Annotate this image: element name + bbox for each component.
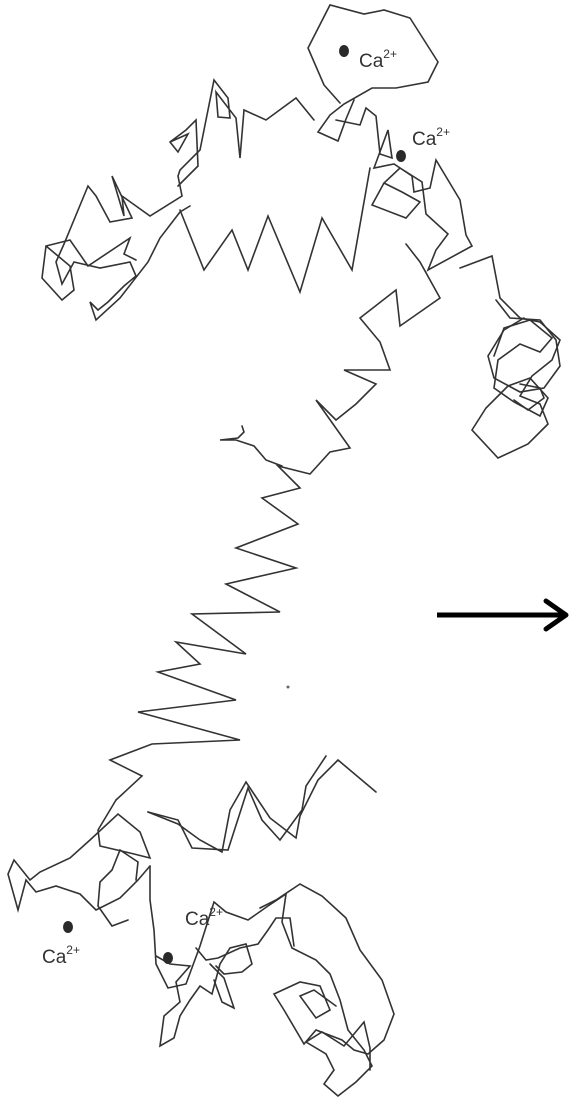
upper-left-small-loop bbox=[170, 120, 198, 186]
upper-left-helix-loops bbox=[56, 80, 314, 320]
stray-dot bbox=[287, 686, 290, 689]
calcium-ion-3 bbox=[63, 921, 73, 933]
lower-helix-return bbox=[148, 756, 326, 850]
central-helix bbox=[110, 244, 440, 800]
calcium-label-2: Ca2+ bbox=[412, 125, 450, 150]
calcium-ion-2 bbox=[396, 150, 406, 162]
right-helix-tail bbox=[514, 384, 544, 410]
calcium-label-1: Ca2+ bbox=[359, 47, 397, 72]
lower-twist-2 bbox=[196, 918, 294, 960]
calcium-label-3: Ca2+ bbox=[42, 943, 80, 968]
lower-left-trailing-strand bbox=[98, 850, 138, 926]
lower-right-loop bbox=[260, 884, 394, 1054]
upper-helix bbox=[180, 168, 370, 292]
upper-left-loop-detail bbox=[42, 238, 136, 300]
calcium-ion-1 bbox=[339, 45, 349, 57]
lower-helix bbox=[148, 760, 376, 852]
central-helix-sidechain bbox=[220, 426, 282, 466]
ca-binding-loop-4 bbox=[150, 866, 372, 1096]
right-helix bbox=[460, 256, 560, 458]
calcium-ion-4 bbox=[163, 952, 173, 964]
calcium-label-4: Ca2+ bbox=[185, 905, 223, 930]
ca-binding-loop-1 bbox=[308, 5, 438, 141]
